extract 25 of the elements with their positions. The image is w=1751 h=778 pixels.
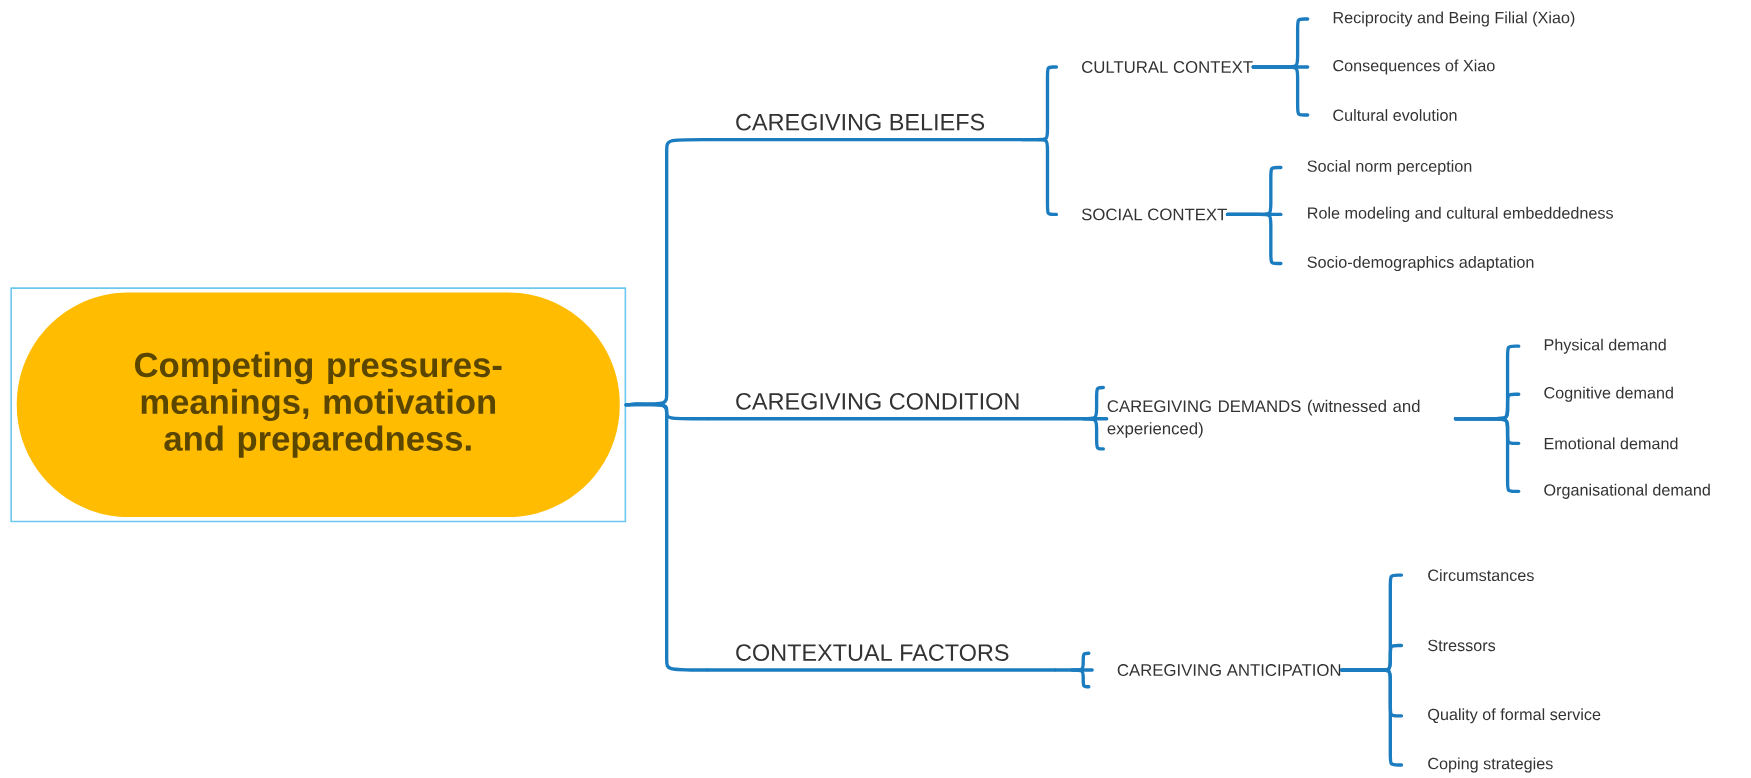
underlined-heading: CAREGIVING BELIEFS [706, 113, 1023, 142]
item-text: Consequences of Xiao [1333, 59, 1495, 75]
item-text: Organisational demand [1544, 483, 1710, 499]
subheading: SOCIAL CONTEXT [1081, 208, 1227, 221]
item-text: Quality of formal service [1428, 708, 1601, 724]
item-text: Stressors [1428, 639, 1496, 651]
item-text: Physical demand [1544, 338, 1666, 354]
item-text: Socio-demographics adaptation [1307, 255, 1534, 271]
brace-connector [1065, 416, 1109, 421]
subheading: CULTURAL CONTEXT [1082, 60, 1253, 73]
title-box: Competing pressures- meanings, motivation and preparedness. [10, 287, 627, 523]
underlined-heading: CONTEXTUAL FACTORS [706, 644, 1056, 672]
item-text: Role modeling and cultural embeddedness [1308, 206, 1613, 222]
subheading: CAREGIVING DEMANDS (witnessed and experienced) [1107, 399, 1420, 438]
brace-connector [624, 402, 709, 672]
item-text: Reciprocity and Being Filial (Xiao) [1333, 11, 1575, 27]
brace-connector [1054, 668, 1094, 672]
underlined-heading: CAREGIVING CONDITION [706, 392, 1067, 421]
item-text: Social norm perception [1307, 159, 1472, 175]
item-text: Circumstances [1428, 569, 1534, 581]
item-text: Cultural evolution [1333, 108, 1457, 121]
item-text: Emotional demand [1544, 437, 1678, 450]
subheading: CAREGIVING ANTICIPATION [1117, 663, 1341, 676]
item-text: Coping strategies [1428, 757, 1553, 773]
item-text: Cognitive demand [1544, 386, 1673, 402]
